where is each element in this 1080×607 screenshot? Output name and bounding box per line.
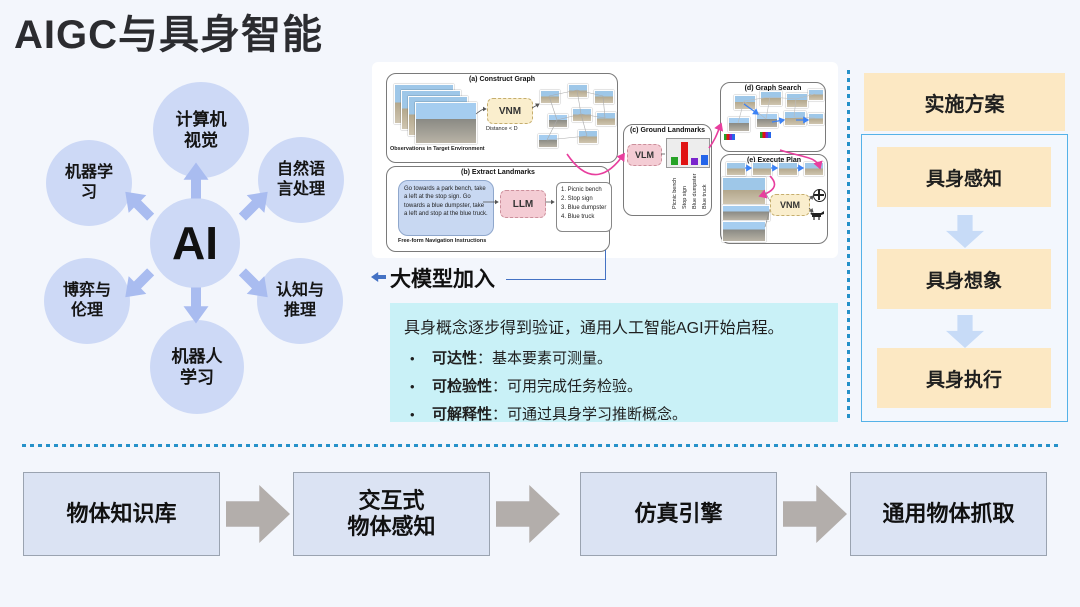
plan-container: 具身感知 具身想象 具身执行 <box>861 134 1068 422</box>
landmark-bar <box>691 158 698 165</box>
search-node-photo <box>734 95 756 110</box>
flow-arrow-right-icon <box>783 485 847 543</box>
summary-bullet: • 可检验性 ：可用完成任务检验。 <box>404 375 824 396</box>
flow-box-simulation-engine: 仿真引擎 <box>580 472 777 556</box>
graph-node-photo <box>538 134 558 148</box>
summary-bullet: • 可达性 ：基本要素可测量。 <box>404 347 824 368</box>
bullet-text: ：可用完成任务检验。 <box>492 378 643 395</box>
landmark-bar-label: Picnic bench <box>672 177 678 209</box>
bullet-term: 可达性 <box>432 350 478 367</box>
mini-bar-chart <box>724 134 735 140</box>
vnm-module-box: VNM <box>487 98 533 124</box>
search-node-photo <box>728 117 750 132</box>
graph-node-photo <box>572 108 592 122</box>
mini-bar-chart <box>760 132 771 138</box>
lmnav-figure: (a) Construct Graph Observations in Targ… <box>372 62 838 258</box>
ai-hub-diagram: 计算机 视觉 自然语 言处理 认知与 推理 机器人 学习 博弈与 伦理 机器学 … <box>0 0 360 420</box>
panel-a-label: (a) Construct Graph <box>468 76 536 83</box>
plan-step-photo <box>804 162 824 176</box>
plan-step-imagination: 具身想象 <box>877 249 1051 309</box>
execution-view-photo <box>722 205 770 221</box>
flow-box-interactive-perception: 交互式 物体感知 <box>293 472 490 556</box>
plan-arrow-down-icon <box>946 215 984 248</box>
vnm-distance-note: Distance < D <box>486 126 518 132</box>
bullet-term: 可解释性 <box>432 406 493 423</box>
landmark-bar-label: Stop sign <box>682 186 688 209</box>
landmark-bar-label: Blue dumpster <box>692 173 698 209</box>
hub-node-cognition-reasoning: 认知与 推理 <box>257 258 343 344</box>
callout-connector-line <box>506 250 606 280</box>
bullet-text: ：可通过具身学习推断概念。 <box>492 406 688 423</box>
hub-node-machine-learning: 机器学 习 <box>46 140 132 226</box>
landmark-probability-chart <box>666 138 710 168</box>
hub-node-robot-learning: 机器人 学习 <box>150 320 244 414</box>
execution-view-photo <box>722 177 766 205</box>
plan-step-photo <box>726 162 746 176</box>
landmark-list: 1. Picnic bench 2. Stop sign 3. Blue dum… <box>556 182 612 232</box>
bullet-dot-icon: • <box>410 351 415 366</box>
panel-d-label: (d) Graph Search <box>744 85 802 92</box>
search-node-photo <box>808 89 824 101</box>
search-node-photo <box>756 113 778 128</box>
flow-arrow-right-icon <box>226 485 290 543</box>
flow-box-universal-grasping: 通用物体抓取 <box>850 472 1047 556</box>
graph-node-photo <box>596 112 616 126</box>
hub-center-ai: AI <box>150 198 240 288</box>
bullet-dot-icon: • <box>410 379 415 394</box>
panel-c-label: (c) Ground Landmarks <box>629 127 706 134</box>
plan-step-photo <box>752 162 772 176</box>
landmark-bar <box>671 157 678 165</box>
landmark-bar <box>701 155 708 165</box>
plan-step-execution: 具身执行 <box>877 348 1051 408</box>
landmark-bar <box>681 142 688 165</box>
panel-b-caption: Free-form Navigation Instructions <box>398 238 487 244</box>
llm-module-box: LLM <box>500 190 546 218</box>
steering-wheel-icon <box>813 189 826 202</box>
landmark-bar-label: Blue truck <box>702 184 708 209</box>
hub-node-computer-vision: 计算机 视觉 <box>153 82 249 178</box>
panel-b-label: (b) Extract Landmarks <box>461 169 535 176</box>
graph-node-photo <box>594 90 614 104</box>
plan-step-perception: 具身感知 <box>877 147 1051 207</box>
hub-node-nlp: 自然语 言处理 <box>258 137 344 223</box>
graph-node-photo <box>540 90 560 104</box>
search-node-photo <box>786 93 808 108</box>
page-title: AIGC与具身智能 <box>14 13 323 57</box>
callout-left-arrow-icon <box>371 272 386 282</box>
search-node-photo <box>784 111 806 126</box>
flow-box-object-knowledge-base: 物体知识库 <box>23 472 220 556</box>
search-node-photo <box>760 91 782 106</box>
vnm-module-box-execute: VNM <box>770 194 810 216</box>
instruction-bubble: Go towards a park bench, take a left at … <box>398 180 494 236</box>
bullet-dot-icon: • <box>410 407 415 422</box>
plan-step-photo <box>778 162 798 176</box>
graph-node-photo <box>578 130 598 144</box>
summary-box: 具身概念逐步得到验证，通用人工智能AGI开始启程。 • 可达性 ：基本要素可测量… <box>390 303 838 424</box>
panel-a-caption: Observations in Target Environment <box>390 146 485 152</box>
bullet-term: 可检验性 <box>432 378 493 395</box>
hub-node-game-ethics: 博弈与 伦理 <box>44 258 130 344</box>
flow-arrow-right-icon <box>496 485 560 543</box>
panel-e-label: (e) Execute Plan <box>746 157 802 164</box>
plan-arrow-down-icon <box>946 315 984 348</box>
search-node-photo <box>808 113 824 125</box>
vertical-dotted-divider <box>847 70 850 422</box>
graph-node-photo <box>568 84 588 98</box>
plan-header: 实施方案 <box>864 73 1065 131</box>
vlm-module-box: VLM <box>627 144 662 166</box>
graph-node-photo <box>548 114 568 128</box>
callout-label: 大模型加入 <box>390 268 495 291</box>
horizontal-dotted-divider <box>22 444 1058 447</box>
execution-view-photo <box>722 221 766 242</box>
summary-intro: 具身概念逐步得到验证，通用人工智能AGI开始启程。 <box>404 320 784 337</box>
summary-bullet: • 可解释性 ：可通过具身学习推断概念。 <box>404 403 824 424</box>
bullet-text: ：基本要素可测量。 <box>477 350 613 367</box>
observation-photo <box>415 102 477 144</box>
hub-arrow-down-icon <box>184 288 209 324</box>
